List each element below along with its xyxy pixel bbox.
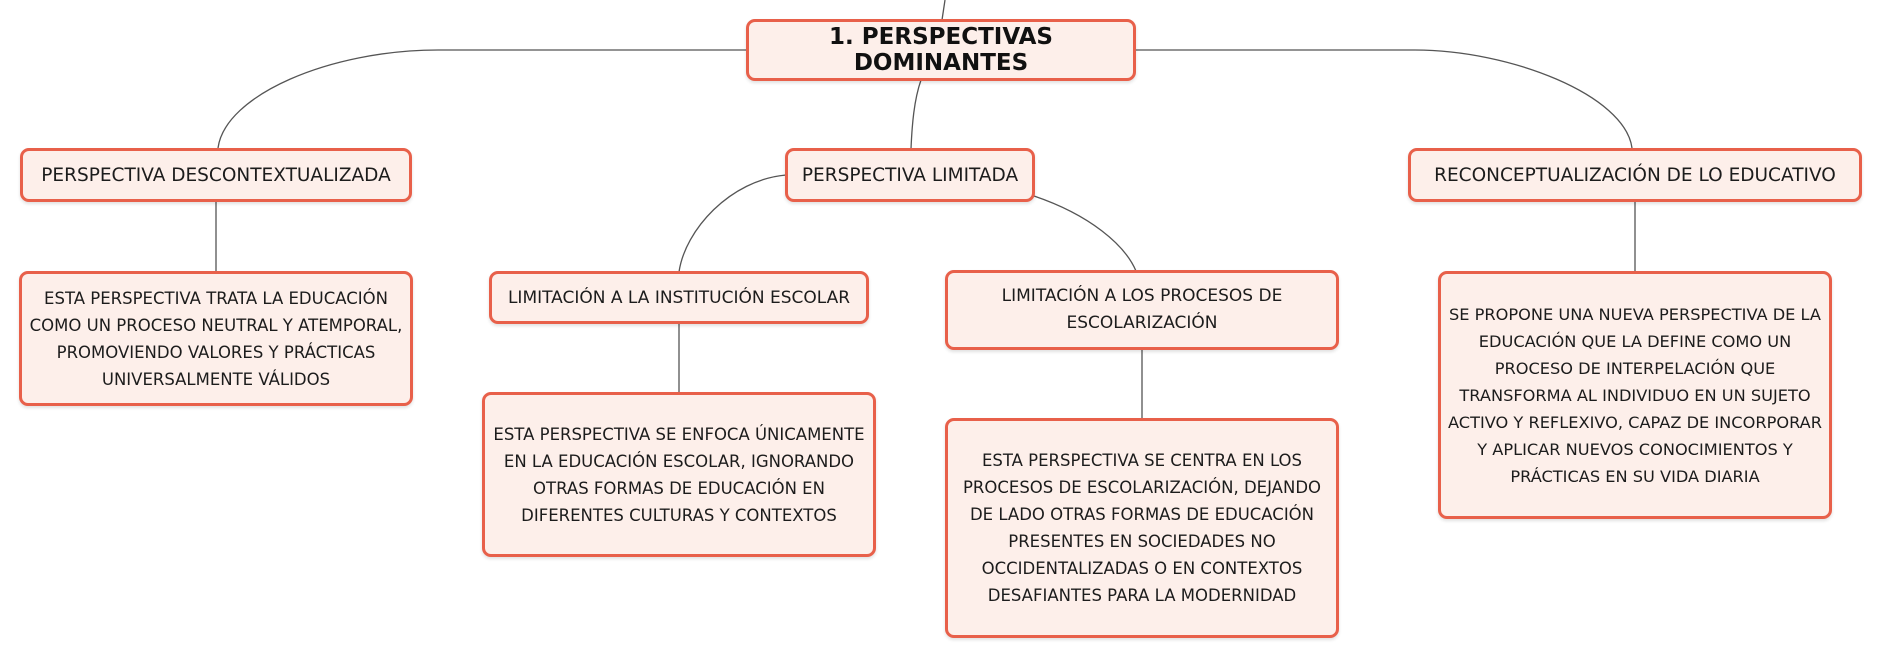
connector-root-to-reconceptualizacion [1134, 49, 1633, 149]
connector-root-to-descontextualizada [217, 49, 748, 149]
node-description: ESTA PERSPECTIVA SE ENFOCA ÚNICAMENTE EN… [493, 424, 865, 525]
node-label: PERSPECTIVA DESCONTEXTUALIZADA [41, 164, 391, 186]
connector-root-to-limitada [910, 79, 922, 150]
connector-limitada-to-institucion [678, 174, 787, 273]
node-reconceptualizacion-description[interactable]: SE PROPONE UNA NUEVA PERSPECTIVA DE LA E… [1438, 271, 1832, 519]
root-node[interactable]: 1. PERSPECTIVAS DOMINANTES [746, 19, 1136, 81]
node-description: ESTA PERSPECTIVA SE CENTRA EN LOS PROCES… [962, 451, 1322, 605]
node-label: PERSPECTIVA LIMITADA [801, 164, 1019, 186]
node-perspectiva-descontextualizada[interactable]: PERSPECTIVA DESCONTEXTUALIZADA [20, 148, 412, 202]
node-description: SE PROPONE UNA NUEVA PERSPECTIVA DE LA E… [1447, 304, 1823, 486]
node-limitacion-procesos[interactable]: LIMITACIÓN A LOS PROCESOS DE ESCOLARIZAC… [945, 270, 1339, 350]
node-label: LIMITACIÓN A LOS PROCESOS DE ESCOLARIZAC… [1001, 286, 1283, 333]
node-perspectiva-limitada[interactable]: PERSPECTIVA LIMITADA [785, 148, 1035, 202]
node-label: LIMITACIÓN A LA INSTITUCIÓN ESCOLAR [507, 287, 851, 308]
node-descontextualizada-description[interactable]: ESTA PERSPECTIVA TRATA LA EDUCACIÓN COMO… [19, 271, 413, 406]
node-procesos-description[interactable]: ESTA PERSPECTIVA SE CENTRA EN LOS PROCES… [945, 418, 1339, 638]
node-description: ESTA PERSPECTIVA TRATA LA EDUCACIÓN COMO… [29, 288, 403, 389]
connector-limitada-to-procesos [1033, 195, 1137, 272]
node-limitacion-institucion[interactable]: LIMITACIÓN A LA INSTITUCIÓN ESCOLAR [489, 271, 869, 324]
node-institucion-description[interactable]: ESTA PERSPECTIVA SE ENFOCA ÚNICAMENTE EN… [482, 392, 876, 557]
connector-parent-to-root [941, 0, 946, 21]
node-label: RECONCEPTUALIZACIÓN DE LO EDUCATIVO [1434, 164, 1836, 186]
root-label: 1. PERSPECTIVAS DOMINANTES [829, 24, 1053, 76]
node-reconceptualizacion[interactable]: RECONCEPTUALIZACIÓN DE LO EDUCATIVO [1408, 148, 1862, 202]
